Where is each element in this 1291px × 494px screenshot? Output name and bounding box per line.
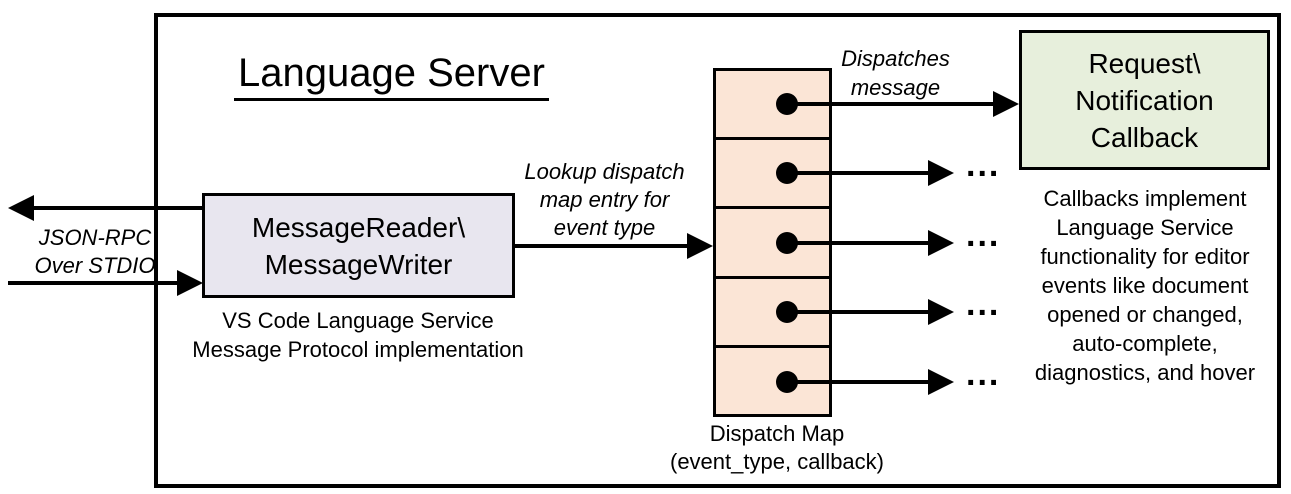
dispatch-map-cell <box>716 137 829 207</box>
message-reader-writer-box: MessageReader\ MessageWriter <box>202 193 515 298</box>
ellipsis-callbacks-5: ... <box>966 355 1001 393</box>
callback-caption-line: events like document <box>1041 273 1249 298</box>
message-box-line1: MessageReader\ <box>251 211 466 243</box>
dispatch-map-caption-line2: (event_type, callback) <box>670 449 884 474</box>
message-caption-line2: Message Protocol implementation <box>192 337 524 362</box>
stdio-out-arrow-line <box>30 206 203 210</box>
callback-caption: Callbacks implement Language Service fun… <box>1012 184 1278 387</box>
message-box-caption: VS Code Language Service Message Protoco… <box>178 306 538 364</box>
dispatch-arrowhead-4 <box>928 299 954 325</box>
callback-caption-line: opened or changed, <box>1047 302 1243 327</box>
stdio-out-arrowhead <box>8 195 34 221</box>
message-caption-line1: VS Code Language Service <box>222 308 494 333</box>
callback-caption-line: functionality for editor <box>1040 244 1250 269</box>
dispatch-arrow-line-5 <box>785 380 930 384</box>
ellipsis-callbacks-3: ... <box>966 216 1001 254</box>
ellipsis-callbacks-2: ... <box>966 146 1001 184</box>
dispatch-arrow-line-4 <box>785 310 930 314</box>
dispatch-arrowhead-5 <box>928 369 954 395</box>
lookup-label-line2: map entry for <box>539 187 670 212</box>
language-server-frame <box>154 13 1281 488</box>
lookup-label: Lookup dispatch map entry for event type <box>517 158 692 242</box>
diagram-title: Language Server <box>234 50 549 101</box>
dispatch-arrow-line-3 <box>785 241 930 245</box>
dispatches-label-line2: message <box>850 75 941 100</box>
dispatch-map-caption-line1: Dispatch Map <box>709 421 845 446</box>
dispatches-label-line1: Dispatches <box>841 46 950 71</box>
lookup-label-line1: Lookup dispatch <box>524 159 685 184</box>
json-rpc-label-line1: JSON-RPC <box>38 225 152 250</box>
dispatch-arrowhead-1 <box>993 91 1019 117</box>
callback-caption-line: Callbacks implement <box>1043 186 1247 211</box>
json-rpc-label-line2: Over STDIO <box>34 253 156 278</box>
request-notification-callback-box: Request\ Notification Callback <box>1019 30 1270 170</box>
stdio-in-arrow-line <box>8 281 180 285</box>
dispatch-map-cell <box>716 344 829 415</box>
ellipsis-callbacks-4: ... <box>966 285 1001 323</box>
json-rpc-label: JSON-RPC Over STDIO <box>15 224 175 280</box>
callback-caption-line: Language Service <box>1056 215 1234 240</box>
callback-box-line1: Request\ <box>1088 47 1201 79</box>
dispatch-arrow-line-2 <box>785 171 930 175</box>
dispatch-arrowhead-2 <box>928 160 954 186</box>
dispatch-arrow-line-1 <box>785 102 997 106</box>
callback-caption-line: diagnostics, and hover <box>1034 360 1256 385</box>
callback-box-line3: Callback <box>1090 121 1199 153</box>
lookup-arrowhead <box>687 233 713 259</box>
message-box-line2: MessageWriter <box>264 248 453 280</box>
callback-box-line2: Notification <box>1075 84 1214 116</box>
stdio-in-arrowhead <box>177 270 203 296</box>
lookup-arrow-line <box>513 244 690 248</box>
dispatch-arrowhead-3 <box>928 230 954 256</box>
callback-caption-line: auto-complete, <box>1072 331 1218 356</box>
lookup-label-line3: event type <box>553 215 656 240</box>
dispatches-label: Dispatches message <box>828 44 963 102</box>
dispatch-map-caption: Dispatch Map (event_type, callback) <box>637 420 917 476</box>
